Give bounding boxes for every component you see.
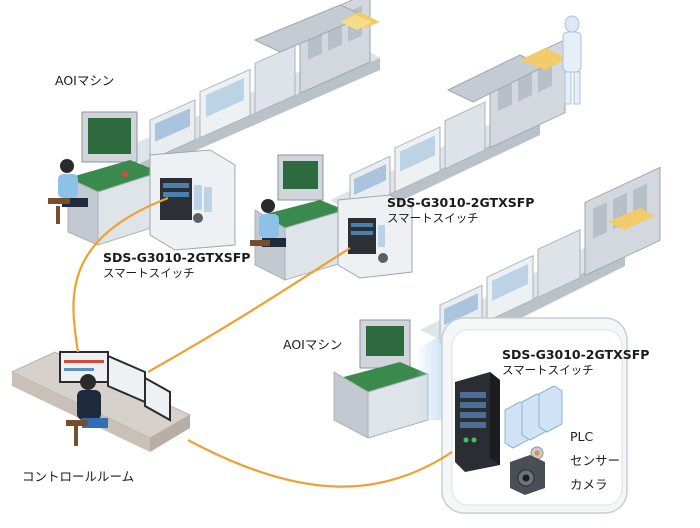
network-cables <box>72 196 453 488</box>
worker-cleanroom <box>562 15 582 105</box>
operator-middle <box>250 199 286 247</box>
cable-control-to-middle-switch <box>147 247 351 373</box>
label-switch-sub-middle: スマートスイッチ <box>387 211 479 225</box>
cable-control-to-top-switch <box>72 196 169 353</box>
label-aoi-machine-top: AOIマシン <box>55 73 115 88</box>
control-room <box>10 351 192 452</box>
operator-top <box>48 159 88 224</box>
switch-enclosure-middle <box>337 194 413 279</box>
aoi-machine-top <box>67 111 161 246</box>
aoi-machine-bottom <box>333 319 429 439</box>
label-component-camera: カメラ <box>570 477 608 492</box>
control-monitors <box>59 351 171 422</box>
label-component-plc: PLC <box>570 429 594 444</box>
label-control-room: コントロールルーム <box>22 469 135 484</box>
label-switch-sub-right: スマートスイッチ <box>502 363 594 377</box>
label-switch-model-left: SDS-G3010-2GTXSFP <box>103 250 251 265</box>
label-aoi-machine-bottom: AOIマシン <box>283 337 343 352</box>
switch-callout-large <box>415 317 628 514</box>
cable-control-to-bottom-switch <box>187 439 453 488</box>
label-switch-sub-left: スマートスイッチ <box>103 266 195 280</box>
label-switch-model-middle: SDS-G3010-2GTXSFP <box>387 195 535 210</box>
production-line-top <box>120 0 380 175</box>
label-component-sensor: センサー <box>570 453 621 468</box>
label-switch-model-right: SDS-G3010-2GTXSFP <box>502 347 650 362</box>
